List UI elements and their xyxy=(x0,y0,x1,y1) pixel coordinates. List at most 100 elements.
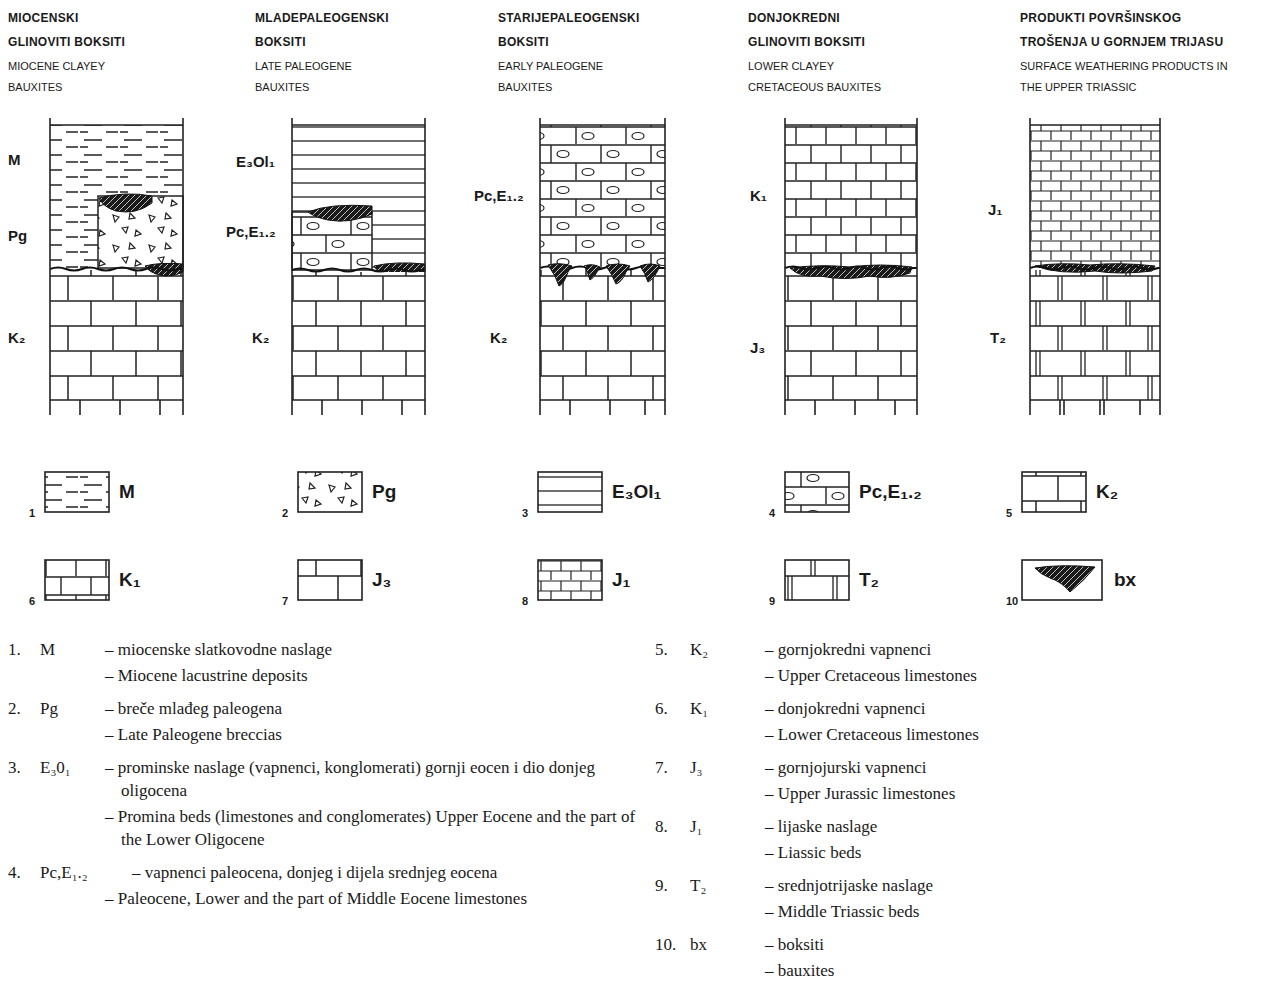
item-description-english: – Paleocene, Lower and the part of Middl… xyxy=(105,887,646,910)
column-heading: PRODUKTI POVRŠINSKOG TROŠENJA U GORNJEM … xyxy=(1020,6,1235,54)
item-symbol: K₂ xyxy=(690,638,708,661)
item-number: 5. xyxy=(655,638,668,661)
item-description: – prominske naslage (vapnenci, konglomer… xyxy=(105,756,646,802)
item-description: – boksiti xyxy=(765,933,1261,956)
item-symbol: Pg xyxy=(40,697,58,720)
legend-symbol: J₁ xyxy=(612,568,630,592)
strata-drawing xyxy=(1030,118,1160,415)
strata-drawing xyxy=(1030,267,1160,270)
item-symbol: Pc,E₁.₂ xyxy=(40,861,88,884)
column-heading: DONJOKREDNI GLINOVITI BOKSITI xyxy=(748,6,873,54)
item-description-english: – Miocene lacustrine deposits xyxy=(105,664,646,687)
item-number: 9. xyxy=(655,874,668,897)
item-number: 4. xyxy=(8,861,21,884)
strata-drawing xyxy=(538,560,602,600)
strata-drawing xyxy=(50,270,183,400)
column-heading-english: LATE PALEOGENE BAUXITES xyxy=(255,56,380,98)
item-description-english: – Liassic beds xyxy=(765,841,1261,864)
legend-number: 5 xyxy=(1006,506,1012,520)
strata-drawing xyxy=(548,264,572,286)
item-symbol: K₁ xyxy=(690,697,708,720)
strata-drawing xyxy=(785,267,917,270)
column-early-paleogene xyxy=(540,118,665,415)
strata-drawing xyxy=(298,560,362,600)
column-lower-cretaceous xyxy=(785,118,917,415)
strata-label: Pc,E₁.₂ xyxy=(226,222,276,242)
item-description-english: – Middle Triassic beds xyxy=(765,900,1261,923)
column-upper-triassic xyxy=(1030,118,1160,415)
legend-symbol: T₂ xyxy=(859,568,879,592)
item-number: 3. xyxy=(8,756,21,779)
legend-symbol: Pc,E₁.₂ xyxy=(859,480,922,504)
strata-drawing xyxy=(298,472,362,512)
strata-drawing xyxy=(540,118,665,415)
legend-symbol: bx xyxy=(1114,568,1136,592)
item-symbol: T₂ xyxy=(690,874,706,897)
item-description: – breče mlađeg paleogena xyxy=(105,697,646,720)
strata-drawing xyxy=(606,264,630,284)
legend-symbol: J₃ xyxy=(372,568,391,592)
item-number: 8. xyxy=(655,815,668,838)
legend-number: 10 xyxy=(1006,594,1018,608)
legend-number: 2 xyxy=(282,506,288,520)
legend-symbol: K₁ xyxy=(119,568,141,592)
item-description-english: – Upper Jurassic limestones xyxy=(765,782,1261,805)
strata-drawing xyxy=(50,125,183,270)
strata-drawing xyxy=(1030,270,1160,400)
item-symbol: M xyxy=(40,638,55,661)
legend-swatches xyxy=(45,472,1102,600)
strata-drawing xyxy=(45,560,109,600)
strata-drawing xyxy=(292,125,425,272)
strata-drawing xyxy=(584,265,600,280)
item-description: – donjokredni vapnenci xyxy=(765,697,1261,720)
legend-symbol: K₂ xyxy=(1096,480,1118,504)
item-description-english: – Promina beds (limestones and conglomer… xyxy=(105,805,646,851)
legend-symbol: Pg xyxy=(372,480,396,504)
strata-drawing xyxy=(785,560,849,600)
legend-number: 1 xyxy=(29,506,35,520)
column-heading: MIOCENSKI GLINOVITI BOKSITI xyxy=(8,6,133,54)
strata-drawing xyxy=(50,118,183,415)
item-description: – gornjokredni vapnenci xyxy=(765,638,1261,661)
legend-symbol: M xyxy=(119,480,135,504)
column-heading: STARIJEPALEOGENSKI BOKSITI xyxy=(498,6,658,54)
legend-number: 8 xyxy=(522,594,528,608)
item-description-english: – Upper Cretaceous limestones xyxy=(765,664,1261,687)
column-heading-english: LOWER CLAYEY CRETACEOUS BAUXITES xyxy=(748,56,898,98)
column-late-paleogene xyxy=(292,118,425,415)
legend-number: 3 xyxy=(522,506,528,520)
strata-drawing xyxy=(640,264,660,282)
item-description: – miocenske slatkovodne naslage xyxy=(105,638,646,661)
strata-drawing xyxy=(1022,472,1086,512)
column-miocene xyxy=(50,118,183,415)
legend-number: 6 xyxy=(29,594,35,608)
strata-drawing xyxy=(292,118,425,415)
strata-label: K₂ xyxy=(252,328,270,348)
legend-number: 7 xyxy=(282,594,288,608)
item-description: – vapnenci paleocena, donjeg i dijela sr… xyxy=(132,861,646,884)
strata-drawing xyxy=(308,205,372,221)
strata-label: M xyxy=(8,150,21,170)
legend-symbol: E₃Ol₁ xyxy=(612,480,661,504)
strata-label: J₃ xyxy=(750,338,765,358)
strata-drawing xyxy=(785,472,849,512)
item-description-english: – bauxites xyxy=(765,959,1261,982)
strata-drawing xyxy=(292,272,425,400)
strata-drawing xyxy=(1030,125,1160,268)
strata-drawing xyxy=(1035,566,1095,592)
item-symbol: E₃0₁ xyxy=(40,756,71,779)
strata-drawing xyxy=(785,272,917,400)
strata-label: J₁ xyxy=(988,200,1003,220)
item-description: – gornjojurski vapnenci xyxy=(765,756,1261,779)
strata-label: E₃Ol₁ xyxy=(236,152,275,172)
strata-drawing xyxy=(99,194,152,212)
strata-label: Pg xyxy=(8,226,27,246)
strata-label: K₂ xyxy=(8,328,26,348)
item-number: 7. xyxy=(655,756,668,779)
item-description-english: – Lower Cretaceous limestones xyxy=(765,723,1261,746)
strata-drawing xyxy=(538,472,602,512)
strata-drawing xyxy=(45,472,109,512)
item-number: 2. xyxy=(8,697,21,720)
item-number: 10. xyxy=(655,933,676,956)
